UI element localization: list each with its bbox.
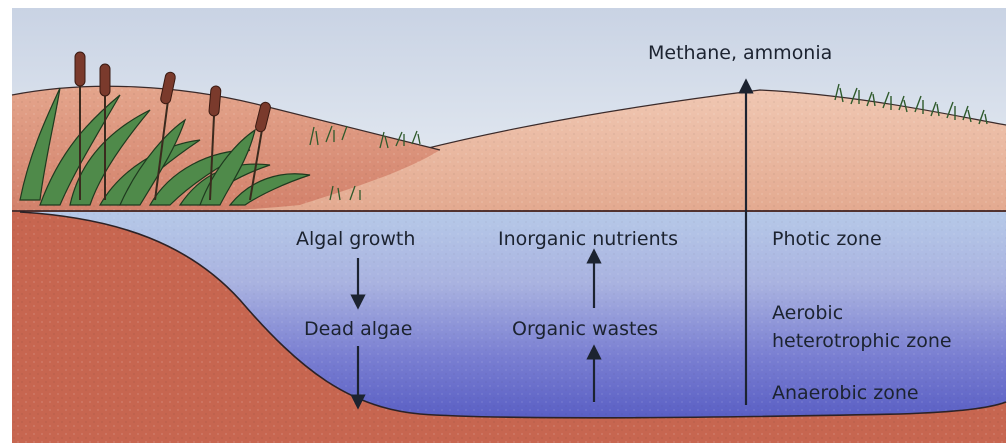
label-anaerobic-zone: Anaerobic zone [772,382,919,406]
label-heterotrophic-zone: heterotrophic zone [772,330,952,354]
label-dead-algae: Dead algae [304,318,412,342]
label-photic-zone: Photic zone [772,228,882,252]
label-organic-wastes: Organic wastes [512,318,658,342]
label-methane-ammonia: Methane, ammonia [648,42,832,66]
label-algal-growth: Algal growth [296,228,415,252]
label-inorganic-nutrients: Inorganic nutrients [498,228,678,252]
label-aerobic: Aerobic [772,302,843,326]
